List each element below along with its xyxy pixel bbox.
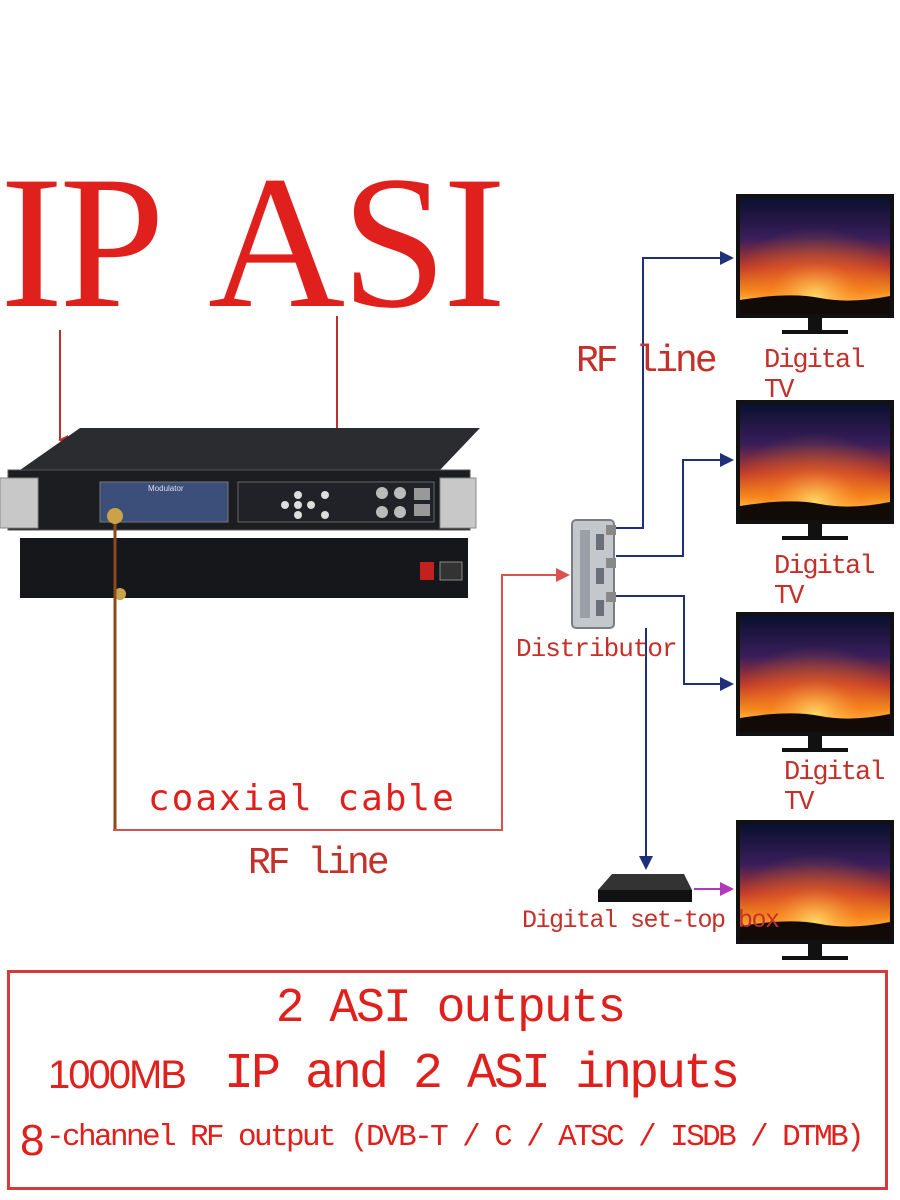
coaxial-cable-label: coaxial cable [148,778,456,819]
tv-label-3: Digital TV [784,758,885,818]
tv-icon [736,612,894,752]
features-box [7,970,888,1190]
feature-ip-asi-inputs: IP and 2 ASI inputs [224,1046,740,1103]
arrow-right-icon [616,453,734,557]
rf-line-label-top: RF line [576,340,718,383]
distributor-label: Distributor [516,634,678,664]
coax-segment-2 [113,568,570,831]
title-asi: ASI [208,138,506,348]
feature-asi-outputs: 2 ASI outputs [275,982,626,1036]
tv-label-2: Digital TV [774,552,875,612]
tv-icon [736,194,894,334]
tv-icon [736,400,894,540]
rf-line-label-bottom: RF line [248,842,390,885]
title-ip: IP [0,138,165,348]
set-top-box-label: Digital set-top box [522,906,780,935]
arrow-right-icon [616,251,734,529]
front-panel-label: Modulator [148,484,184,493]
arrow-right-icon [616,595,734,691]
feature-rf-output: -channel RF output (DVB-T / C / ATSC / I… [46,1120,865,1155]
modulator-device-icon [0,428,480,600]
tv-label-1: Digital TV [764,346,865,406]
distributor-icon [571,519,616,629]
tv-icon [736,820,894,960]
set-top-box-icon [598,874,692,902]
feature-channel-count: 8 [20,1116,45,1165]
feature-ip-prefix: 1000MB [48,1053,187,1097]
